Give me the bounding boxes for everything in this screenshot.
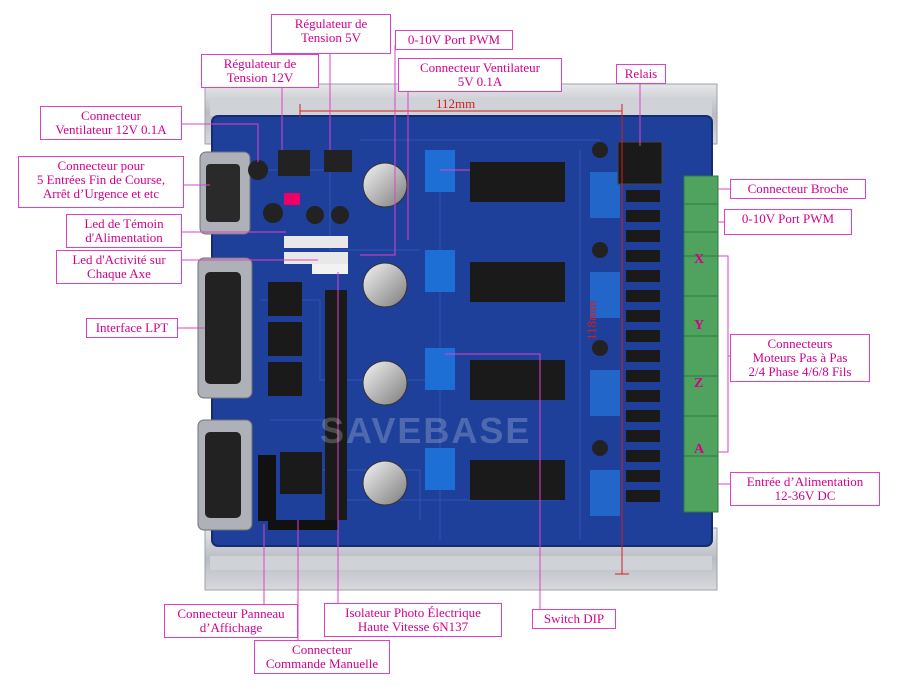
axis-label-x: X	[694, 252, 705, 267]
callout-power-input: Entrée d’Alimentation 12-36V DC	[730, 472, 880, 506]
callout-axis-activity-led: Led d'Activité sur Chaque Axe	[56, 250, 182, 284]
callout-fan-connector-12v: Connecteur Ventilateur 12V 0.1A	[40, 106, 182, 140]
callout-voltage-regulator-5v: Régulateur de Tension 5V	[271, 14, 391, 54]
watermark: SAVEBASE	[320, 410, 532, 451]
callout-limit-switch-connector: Connecteur pour 5 Entrées Fin de Course,…	[18, 156, 184, 208]
terminal-strip	[683, 175, 719, 513]
callout-manual-control-connector: Connecteur Commande Manuelle	[254, 640, 390, 674]
callout-voltage-regulator-12v: Régulateur de Tension 12V	[201, 54, 319, 88]
callout-spindle-connector: Connecteur Broche	[730, 179, 866, 199]
callout-display-panel-connector: Connecteur Panneau d’Affichage	[164, 604, 298, 638]
driver-channels	[362, 142, 620, 516]
axis-label-y: Y	[694, 318, 705, 333]
callout-stepper-motor-connectors: Connecteurs Moteurs Pas à Pas 2/4 Phase …	[730, 334, 870, 382]
callout-pwm-port-right: 0-10V Port PWM	[724, 209, 852, 235]
callout-optocoupler: Isolateur Photo Électrique Haute Vitesse…	[324, 603, 502, 637]
axis-label-z: Z	[694, 376, 704, 391]
relay	[617, 141, 663, 185]
callout-power-led: Led de Témoin d'Alimentation	[66, 214, 182, 248]
callout-relay: Relais	[616, 64, 666, 84]
callout-lpt-interface: Interface LPT	[86, 318, 178, 338]
height-dimension: 118mm	[584, 300, 599, 340]
width-dimension: 112mm	[436, 96, 476, 111]
callout-dip-switch: Switch DIP	[532, 609, 616, 629]
callout-pwm-port-top: 0-10V Port PWM	[395, 30, 513, 50]
axis-label-a: A	[694, 442, 705, 457]
callout-fan-connector-5v: Connecteur Ventilateur 5V 0.1A	[398, 58, 562, 92]
